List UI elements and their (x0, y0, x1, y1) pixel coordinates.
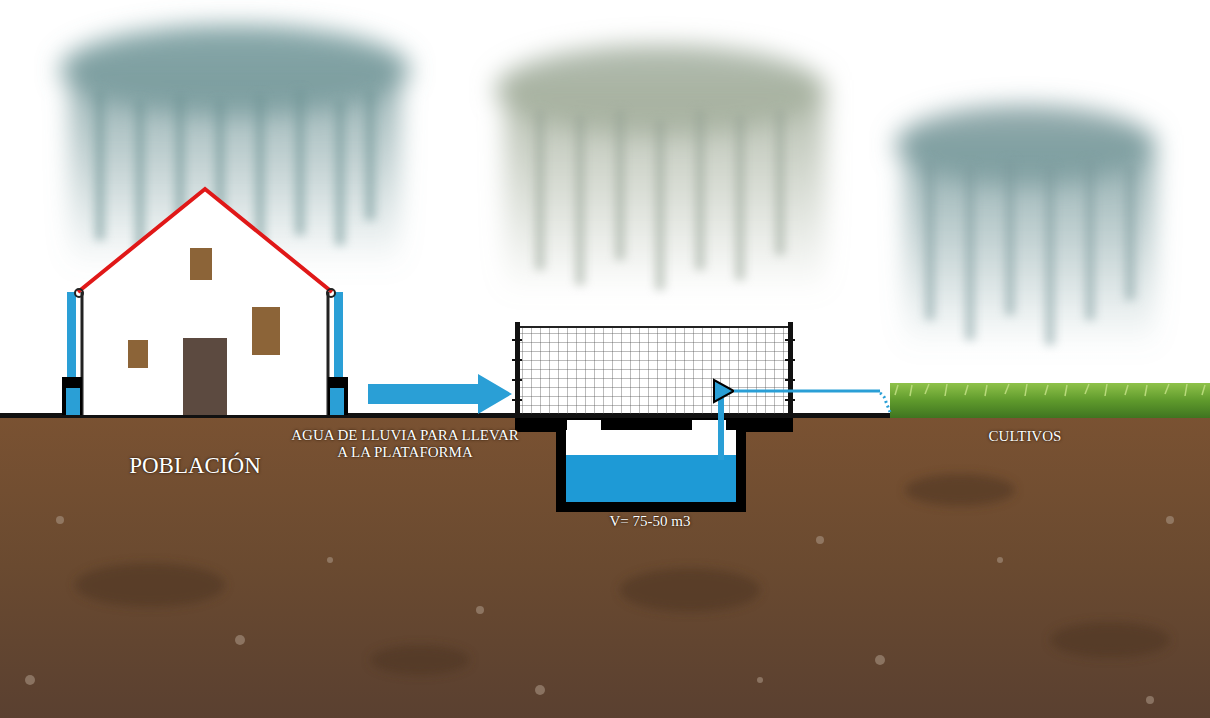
crops (890, 383, 1210, 418)
rain-cloud (495, 45, 825, 295)
soil (0, 415, 1210, 718)
water-tank (515, 418, 793, 512)
rain-streaks (540, 110, 780, 290)
platform (512, 322, 795, 415)
pump-pipe (714, 380, 890, 460)
grass-blades (895, 384, 1205, 396)
volume-label: V= 75-50 m3 (580, 513, 720, 530)
crops-label: CULTIVOS (960, 428, 1090, 445)
house (62, 189, 348, 415)
flow-label: AGUA DE LLUVIA PARA LLEVAR A LA PLATAFOR… (290, 427, 520, 462)
flow-arrow (368, 374, 512, 414)
rain-cloud (895, 105, 1155, 350)
rain-streaks (930, 160, 1130, 345)
pebbles (25, 516, 1174, 704)
place-label: POBLACIÓN (95, 453, 295, 479)
